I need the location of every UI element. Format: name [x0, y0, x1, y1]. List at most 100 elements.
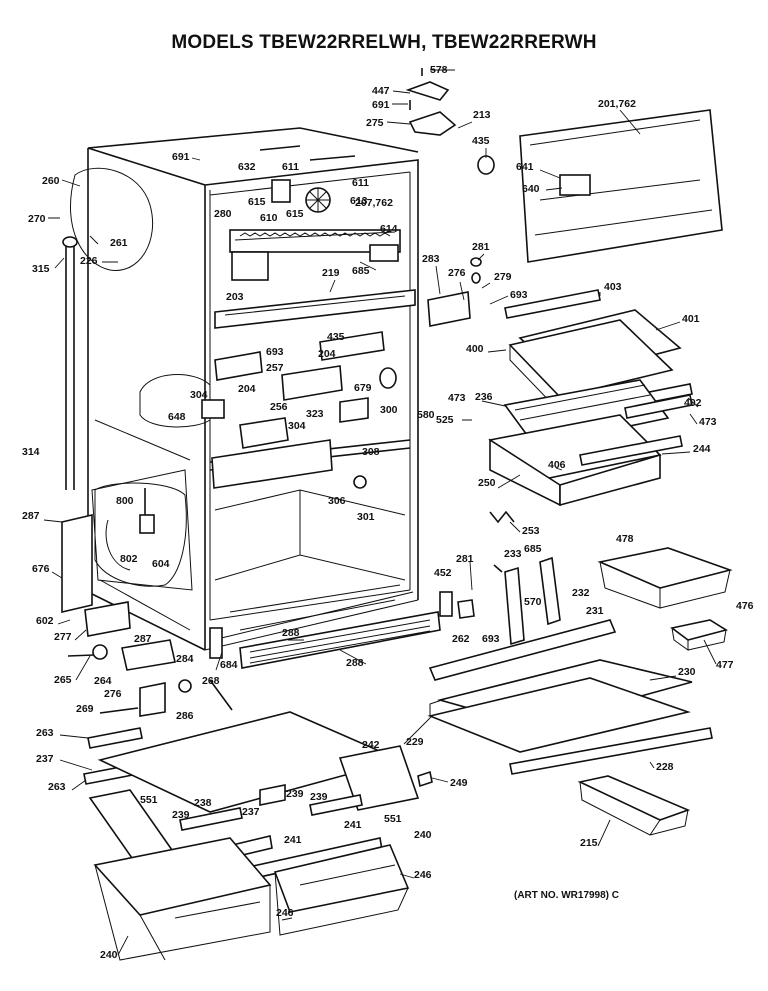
- label-237b: 237: [242, 806, 260, 818]
- label-230: 230: [678, 666, 696, 678]
- label-276b: 276: [104, 688, 122, 700]
- label-676: 676: [32, 563, 50, 575]
- label-610: 610: [260, 212, 278, 224]
- leader-lines: [43, 69, 717, 956]
- label-632: 632: [238, 161, 256, 173]
- label-473b: 473: [699, 416, 717, 428]
- label-641: 641: [516, 161, 534, 173]
- side-panel-287: [61, 513, 93, 614]
- label-281: 281: [472, 241, 490, 253]
- label-241b: 241: [344, 819, 362, 831]
- label-238: 238: [194, 797, 212, 809]
- shelf-supports: [439, 556, 561, 646]
- label-261: 261: [110, 237, 128, 249]
- evaporator-fan-assembly: [229, 145, 401, 281]
- label-246: 246: [414, 869, 432, 881]
- label-551: 551: [140, 794, 158, 806]
- label-551b: 551: [384, 813, 402, 825]
- diagram-title: MODELS TBEW22RRELWH, TBEW22RRERWH: [171, 32, 596, 53]
- label-275: 275: [366, 117, 384, 129]
- label-277: 277: [54, 631, 72, 643]
- label-228: 228: [656, 761, 674, 773]
- label-236: 236: [475, 391, 493, 403]
- label-615b: 615: [286, 208, 304, 220]
- ice-tray-assembly: [597, 547, 733, 651]
- label-447: 447: [372, 85, 390, 97]
- label-264: 264: [94, 675, 112, 687]
- label-229: 229: [406, 736, 424, 748]
- label-287b: 287: [134, 633, 152, 645]
- label-602: 602: [36, 615, 54, 627]
- label-284: 284: [176, 653, 194, 665]
- label-691: 691: [372, 99, 390, 111]
- label-476: 476: [736, 600, 754, 612]
- freezer-shelf-stack: [488, 289, 693, 524]
- label-613: 613: [350, 195, 368, 207]
- label-611: 611: [282, 161, 299, 173]
- label-693b: 693: [266, 346, 284, 358]
- label-401: 401: [682, 313, 700, 325]
- label-201-762: 201,762: [598, 98, 636, 110]
- label-403: 403: [604, 281, 622, 293]
- label-250: 250: [478, 477, 496, 489]
- label-276: 276: [448, 267, 466, 279]
- label-263b: 263: [48, 781, 66, 793]
- label-570: 570: [524, 596, 542, 608]
- label-693: 693: [510, 289, 528, 301]
- label-286: 286: [176, 710, 194, 722]
- label-281b: 281: [456, 553, 474, 565]
- label-233: 233: [504, 548, 522, 560]
- label-323: 323: [306, 408, 324, 420]
- label-253: 253: [522, 525, 540, 537]
- label-400: 400: [466, 343, 484, 355]
- label-256: 256: [270, 401, 288, 413]
- label-315: 315: [32, 263, 50, 275]
- label-270: 270: [28, 213, 46, 225]
- part-labels: 578 447 691 275 213 435 201,762 641 640 …: [22, 64, 754, 961]
- label-288b: 288: [346, 657, 364, 669]
- label-685b: 685: [524, 543, 542, 555]
- label-231: 231: [586, 605, 604, 617]
- label-693c: 693: [482, 633, 500, 645]
- label-232: 232: [572, 587, 590, 599]
- label-219: 219: [322, 267, 340, 279]
- label-279: 279: [494, 271, 512, 283]
- label-435b: 435: [327, 331, 345, 343]
- label-226: 226: [80, 255, 98, 267]
- label-611b: 611: [352, 177, 369, 189]
- label-215: 215: [580, 837, 598, 849]
- label-684: 684: [220, 659, 238, 671]
- label-268: 268: [202, 675, 220, 687]
- label-406: 406: [548, 459, 566, 471]
- label-240: 240: [414, 829, 432, 841]
- light-socket-assembly: [94, 482, 187, 587]
- label-257: 257: [266, 362, 284, 374]
- label-242: 242: [362, 739, 380, 751]
- label-640: 640: [522, 183, 540, 195]
- label-435: 435: [472, 135, 490, 147]
- label-240b: 240: [100, 949, 118, 961]
- label-304: 304: [190, 389, 208, 401]
- label-306: 306: [328, 495, 346, 507]
- label-691b: 691: [172, 151, 190, 163]
- fresh-food-shelf-stack: [427, 619, 713, 836]
- label-249: 249: [450, 777, 468, 789]
- label-685: 685: [352, 265, 370, 277]
- label-304b: 304: [288, 420, 306, 432]
- label-239b: 239: [310, 791, 328, 803]
- label-204b: 204: [238, 383, 256, 395]
- label-300: 300: [380, 404, 398, 416]
- label-473: 473: [448, 392, 466, 404]
- label-679: 679: [354, 382, 372, 394]
- hinge-parts: [67, 601, 233, 717]
- clip-249: [417, 770, 433, 788]
- grille-288: [239, 611, 441, 669]
- label-477: 477: [716, 659, 734, 671]
- label-262: 262: [452, 633, 470, 645]
- rail-203: [214, 289, 416, 329]
- label-288: 288: [282, 627, 300, 639]
- label-239: 239: [286, 788, 304, 800]
- label-239c: 239: [172, 809, 190, 821]
- label-402: 402: [684, 397, 702, 409]
